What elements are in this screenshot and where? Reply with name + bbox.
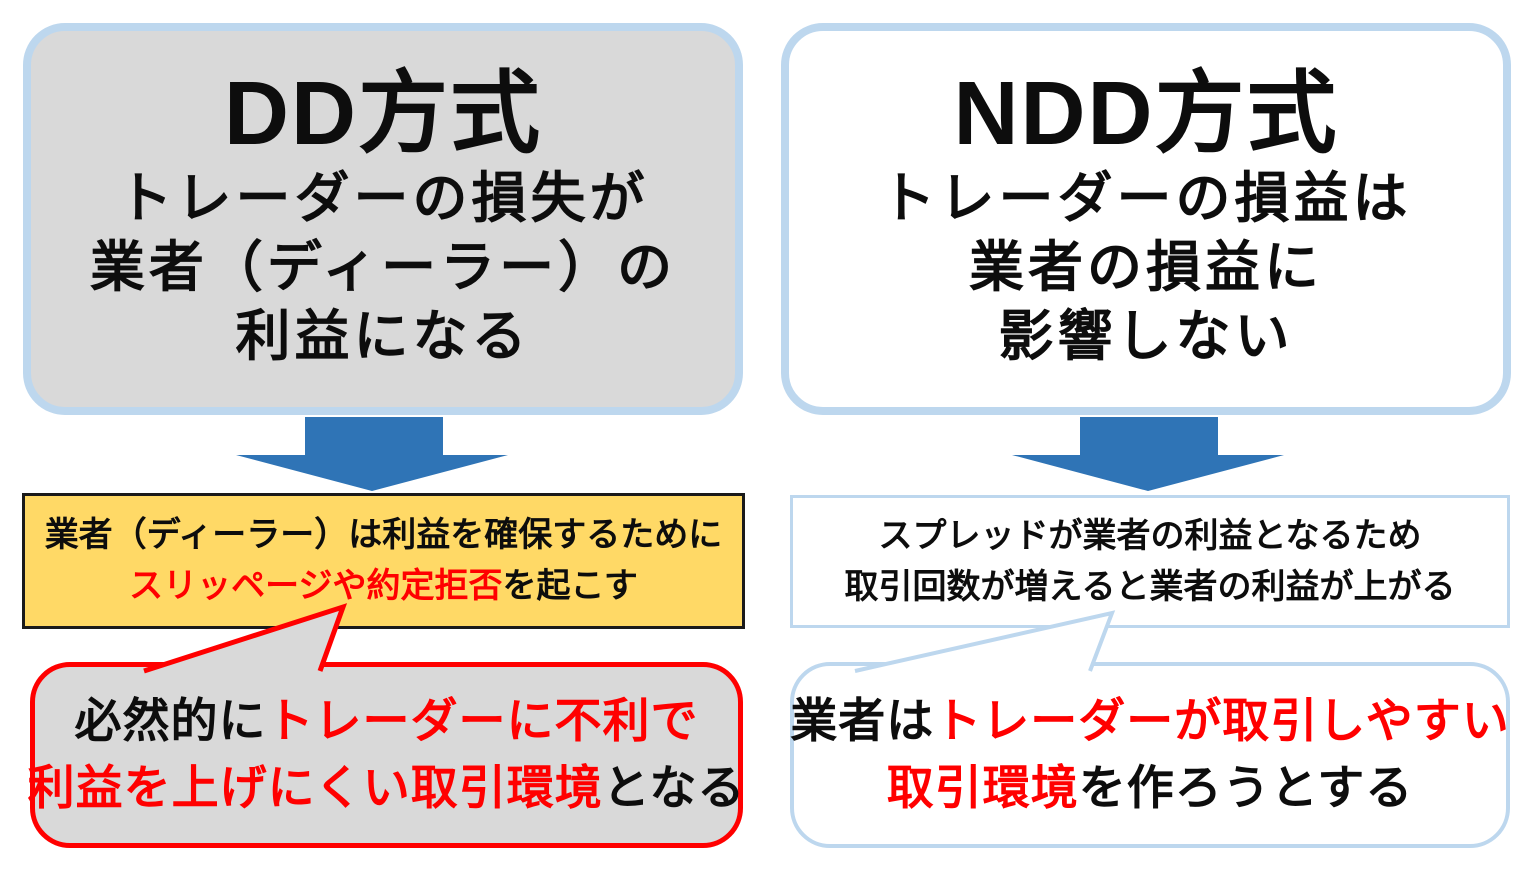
ndd-description-line-1: トレーダーの損益は: [880, 166, 1412, 229]
dd-conclusion-red-1: トレーダーに不利で: [266, 694, 699, 748]
dd-conclusion-bubble: 必然的にトレーダーに不利で 利益を上げにくい取引環境となる: [28, 662, 746, 848]
dd-description-line-3: 利益になる: [235, 305, 531, 368]
down-arrow-right-icon: [1012, 417, 1284, 491]
ndd-conclusion-red-1: トレーダーが取引しやすい: [934, 694, 1510, 748]
ndd-conclusion-bubble: 業者はトレーダーが取引しやすい 取引環境を作ろうとする: [790, 662, 1510, 848]
ndd-consequence-line-2: 取引回数が増えると業者の利益が上がる: [844, 567, 1456, 606]
ndd-method-title: NDD方式: [953, 64, 1339, 165]
ndd-conclusion-red-2: 取引環境: [886, 761, 1079, 814]
dd-consequence-line-1: 業者（ディーラー）は利益を確保するために: [44, 516, 723, 554]
ndd-description-line-3: 影響しない: [998, 305, 1294, 368]
dd-conclusion-line-2: 利益を上げにくい取引環境となる: [28, 755, 746, 822]
dd-method-description: トレーダーの損失が 業者（ディーラー）の 利益になる: [90, 164, 676, 372]
dd-conclusion-black-2: となる: [602, 761, 746, 814]
dd-method-title: DD方式: [224, 64, 542, 165]
dd-consequence-box: 業者（ディーラー）は利益を確保するために スリッページや約定拒否を起こす: [22, 493, 745, 629]
dd-description-line-1: トレーダーの損失が: [117, 166, 649, 229]
dd-description-line-2: 業者（ディーラー）の: [89, 235, 677, 298]
ndd-conclusion-line-2: 取引環境を作ろうとする: [887, 755, 1414, 822]
dd-method-box: DD方式 トレーダーの損失が 業者（ディーラー）の 利益になる: [23, 23, 743, 415]
ndd-method-box: NDD方式 トレーダーの損益は 業者の損益に 影響しない: [781, 23, 1511, 415]
down-arrow-left-icon: [236, 417, 508, 491]
ndd-conclusion-black-1: 業者は: [790, 694, 935, 748]
ndd-conclusion-line-1: 業者はトレーダーが取引しやすい: [790, 688, 1510, 755]
ndd-description-line-2: 業者の損益に: [968, 235, 1323, 298]
ndd-consequence-box: スプレッドが業者の利益となるため 取引回数が増えると業者の利益が上がる: [790, 495, 1510, 628]
dd-conclusion-red-2: 利益を上げにくい取引環境: [27, 761, 603, 814]
ndd-consequence-line-1: スプレッドが業者の利益となるため: [878, 516, 1422, 555]
ndd-method-description: トレーダーの損益は 業者の損益に 影響しない: [880, 164, 1411, 372]
dd-conclusion-line-1: 必然的にトレーダーに不利で: [75, 688, 699, 755]
dd-consequence-highlight: スリッページや約定拒否: [129, 567, 503, 605]
dd-consequence-tail-text: を起こす: [502, 567, 638, 605]
dd-consequence-line-2: スリッページや約定拒否を起こす: [129, 561, 638, 612]
dd-conclusion-black-1: 必然的に: [74, 694, 267, 748]
ndd-conclusion-black-2: を作ろうとする: [1078, 761, 1414, 814]
